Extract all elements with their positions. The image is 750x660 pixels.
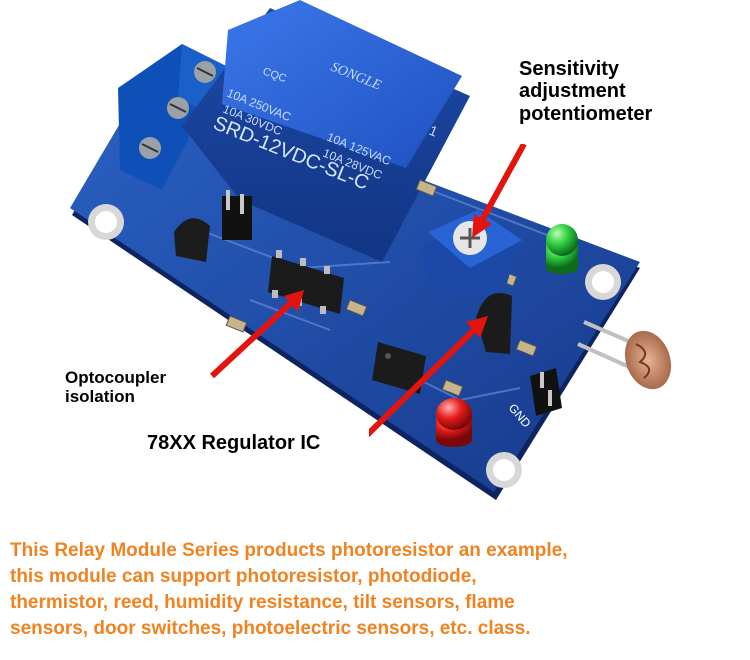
regulator-callout: 78XX Regulator IC	[143, 428, 369, 458]
mounting-hole	[486, 452, 522, 488]
header-pins	[222, 190, 252, 240]
arrow-regulator	[359, 316, 488, 443]
green-led	[546, 224, 578, 274]
optocoupler-label-line-2: isolation	[65, 387, 135, 407]
red-led	[436, 398, 472, 447]
signal-header	[530, 368, 562, 416]
sensitivity-label-line-2: adjustment	[519, 80, 626, 103]
arrow-sensitivity	[472, 142, 527, 238]
potentiometer	[420, 210, 522, 300]
regulator-transistor	[476, 292, 512, 354]
caption-line-4: sensors, door switches, photoelectric se…	[10, 618, 531, 639]
optocoupler-label-line-1: Optocoupler	[65, 368, 167, 387]
mounting-hole	[585, 264, 621, 300]
transistor-left	[174, 218, 210, 262]
description-caption: This Relay Module Series products photor…	[0, 524, 750, 660]
comparator-ic	[372, 342, 426, 394]
photoresistor	[577, 320, 672, 390]
caption-line-3: thermistor, reed, humidity resistance, t…	[10, 592, 515, 613]
arrow-optocoupler	[209, 290, 304, 379]
optocoupler-callout: Optocoupler isolation	[61, 366, 189, 422]
relay-module-photo: FC-13 GND CQC SONGLE 10A 250VAC 10A 30VD…	[70, 0, 672, 500]
sensitivity-callout: Sensitivity adjustment potentiometer	[515, 56, 693, 144]
relay: CQC SONGLE 10A 250VAC 10A 30VDC 10A 125V…	[182, 0, 470, 262]
sensitivity-label-line-1: Sensitivity	[519, 58, 620, 80]
caption-line-1: This Relay Module Series products photor…	[10, 540, 568, 561]
sensitivity-label-line-3: potentiometer	[519, 102, 653, 125]
pcb-board: FC-13 GND	[70, 76, 640, 500]
mounting-hole	[88, 204, 124, 240]
caption-line-2: this module can support photoresistor, p…	[10, 566, 477, 587]
